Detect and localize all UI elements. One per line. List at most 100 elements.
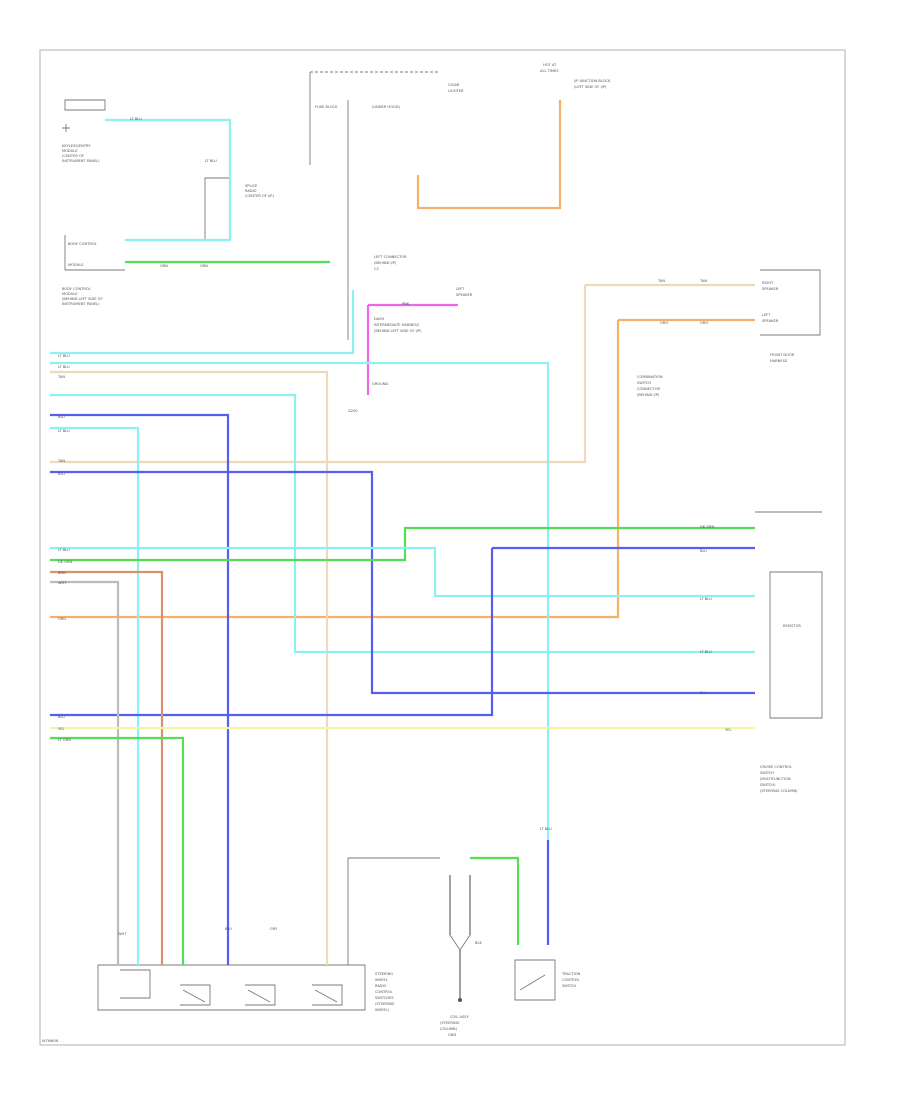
svg-text:HARNESS: HARNESS [770, 359, 788, 363]
svg-text:GRY: GRY [270, 927, 278, 931]
wire-ltblu-428 [50, 426, 140, 965]
wire-ltblu-keyless [105, 118, 232, 178]
wire-tan-top [50, 370, 329, 965]
svg-text:COIL ASSY: COIL ASSY [450, 1015, 470, 1019]
svg-text:ORG: ORG [660, 321, 668, 325]
wire-ltblu-top3 [50, 393, 755, 654]
bcm-box: SPLICE RADIO (CENTER OF I/P) BODY CONTRO… [62, 177, 274, 306]
svg-text:(STEERING: (STEERING [375, 1002, 395, 1006]
svg-text:TAN: TAN [657, 279, 665, 283]
svg-text:BODY CONTROL: BODY CONTROL [62, 287, 91, 291]
svg-text:TAN: TAN [699, 279, 707, 283]
svg-text:RADIO: RADIO [245, 189, 257, 193]
svg-text:SWITCH: SWITCH [760, 771, 774, 775]
svg-text:LT BLU: LT BLU [540, 827, 552, 831]
svg-text:HOT AT: HOT AT [543, 63, 557, 67]
wire-traces [50, 100, 755, 965]
svg-text:PNK: PNK [402, 302, 410, 306]
svg-text:BLU: BLU [225, 927, 232, 931]
svg-text:BLU: BLU [58, 415, 65, 419]
svg-text:WHT: WHT [58, 581, 67, 585]
svg-text:SWITCH: SWITCH [637, 381, 651, 385]
wire-ltblu-top2 [50, 361, 550, 840]
svg-text:SPEAKER: SPEAKER [762, 287, 779, 291]
svg-text:DK GRN: DK GRN [700, 525, 715, 529]
svg-text:MODULE: MODULE [62, 292, 78, 296]
fuse-block-group: FUSE BLOCK (UNDER HOOD) CIGAR LIGHTER HO… [309, 63, 611, 413]
svg-text:LT BLU: LT BLU [58, 548, 70, 552]
svg-text:(CENTER OF I/P): (CENTER OF I/P) [245, 194, 274, 198]
svg-text:ALL TIMES: ALL TIMES [540, 69, 559, 73]
svg-text:RESISTOR: RESISTOR [783, 624, 801, 628]
svg-text:LT BLU: LT BLU [130, 117, 142, 121]
svg-text:LIGHTER: LIGHTER [448, 89, 464, 93]
wire-grn-coil [470, 856, 520, 945]
svg-text:(BEHIND LEFT SIDE OF: (BEHIND LEFT SIDE OF [62, 297, 103, 301]
svg-text:(CENTER OF: (CENTER OF [62, 154, 84, 158]
svg-text:BLU: BLU [700, 691, 707, 695]
svg-text:C2: C2 [374, 267, 379, 271]
svg-text:(STEERING: (STEERING [440, 1021, 460, 1025]
svg-text:DASH: DASH [374, 317, 384, 321]
svg-text:GROUND: GROUND [372, 382, 388, 386]
svg-text:COLUMN): COLUMN) [440, 1027, 458, 1031]
svg-text:TRACTION: TRACTION [561, 972, 581, 976]
svg-text:FRONT DOOR: FRONT DOOR [770, 353, 795, 357]
svg-text:(MULTIFUNCTION: (MULTIFUNCTION [760, 777, 791, 781]
svg-text:ORG: ORG [700, 321, 708, 325]
wire-blu-472 [50, 470, 755, 695]
keyless-entry-module: KEYLESS/ENTRY MODULE (CENTER OF INSTRUME… [62, 99, 106, 163]
wire-ltgrn [50, 736, 185, 965]
svg-text:CONTROL: CONTROL [562, 978, 580, 982]
speaker-group: RIGHT SPEAKER LEFT SPEAKER FRONT DOOR HA… [637, 269, 821, 397]
svg-text:INTERMEDIATE HARNESS: INTERMEDIATE HARNESS [374, 323, 420, 327]
svg-text:SPEAKER: SPEAKER [456, 293, 473, 297]
svg-text:SWITCH): SWITCH) [760, 783, 776, 787]
wire-blu-548r [50, 546, 755, 717]
svg-text:TAN: TAN [57, 459, 65, 463]
svg-text:WHT: WHT [118, 932, 127, 936]
svg-text:WHEEL: WHEEL [375, 978, 388, 982]
svg-text:LT GRN: LT GRN [58, 738, 71, 742]
coil-assembly: COIL ASSY (STEERING COLUMN) GND [347, 857, 471, 1037]
svg-text:CIGAR: CIGAR [448, 83, 460, 87]
wire-dkgrn [50, 526, 755, 562]
steering-wheel-switches: STEERING WHEEL RADIO CONTROL SWITCHES (S… [97, 964, 395, 1012]
svg-text:LT BLU: LT BLU [58, 354, 70, 358]
wire-ltblu-548 [50, 546, 755, 598]
svg-text:BLK: BLK [475, 941, 482, 945]
svg-text:GRN: GRN [160, 264, 168, 268]
svg-text:KEYLESS/ENTRY: KEYLESS/ENTRY [62, 144, 91, 148]
svg-text:GRN: GRN [200, 264, 208, 268]
svg-text:(BEHIND I/P): (BEHIND I/P) [374, 261, 397, 265]
svg-text:LT BLU: LT BLU [58, 365, 70, 369]
svg-text:BODY CONTROL: BODY CONTROL [68, 242, 97, 246]
wire-ltblu-bcm-drop [125, 178, 232, 242]
svg-text:TAN: TAN [57, 375, 65, 379]
svg-text:BLU: BLU [58, 715, 65, 719]
svg-text:(LEFT SIDE OF I/P): (LEFT SIDE OF I/P) [574, 85, 607, 89]
svg-text:FUSE BLOCK: FUSE BLOCK [315, 105, 338, 109]
svg-text:INSTRUMENT PANEL): INSTRUMENT PANEL) [62, 302, 100, 306]
svg-text:BRN: BRN [58, 571, 66, 575]
wire-tags: LT BLU LT BLU GRN GRN PNK TAN TAN ORG OR… [57, 117, 731, 945]
svg-text:LT BLU: LT BLU [700, 650, 712, 654]
svg-text:(STEERING COLUMN): (STEERING COLUMN) [760, 789, 798, 793]
svg-text:BLU: BLU [700, 549, 707, 553]
svg-text:MODULE: MODULE [62, 149, 78, 153]
svg-text:SWITCH: SWITCH [562, 984, 576, 988]
svg-text:SPLICE: SPLICE [245, 184, 258, 188]
svg-text:MODULE: MODULE [68, 263, 84, 267]
svg-text:LEFT: LEFT [762, 313, 771, 317]
svg-text:YEL: YEL [725, 728, 731, 732]
wire-gry [50, 580, 120, 965]
svg-text:SPEAKER: SPEAKER [762, 319, 779, 323]
svg-text:LT BLU: LT BLU [58, 429, 70, 433]
svg-text:CRUISE CONTROL: CRUISE CONTROL [760, 765, 792, 769]
svg-text:WHEEL): WHEEL) [375, 1008, 390, 1012]
wire-orange-hot [416, 100, 562, 210]
traction-control-switch: TRACTION CONTROL SWITCH [514, 959, 581, 1001]
svg-text:LT BLU: LT BLU [205, 159, 217, 163]
svg-text:(UNDER HOOD): (UNDER HOOD) [372, 105, 401, 109]
